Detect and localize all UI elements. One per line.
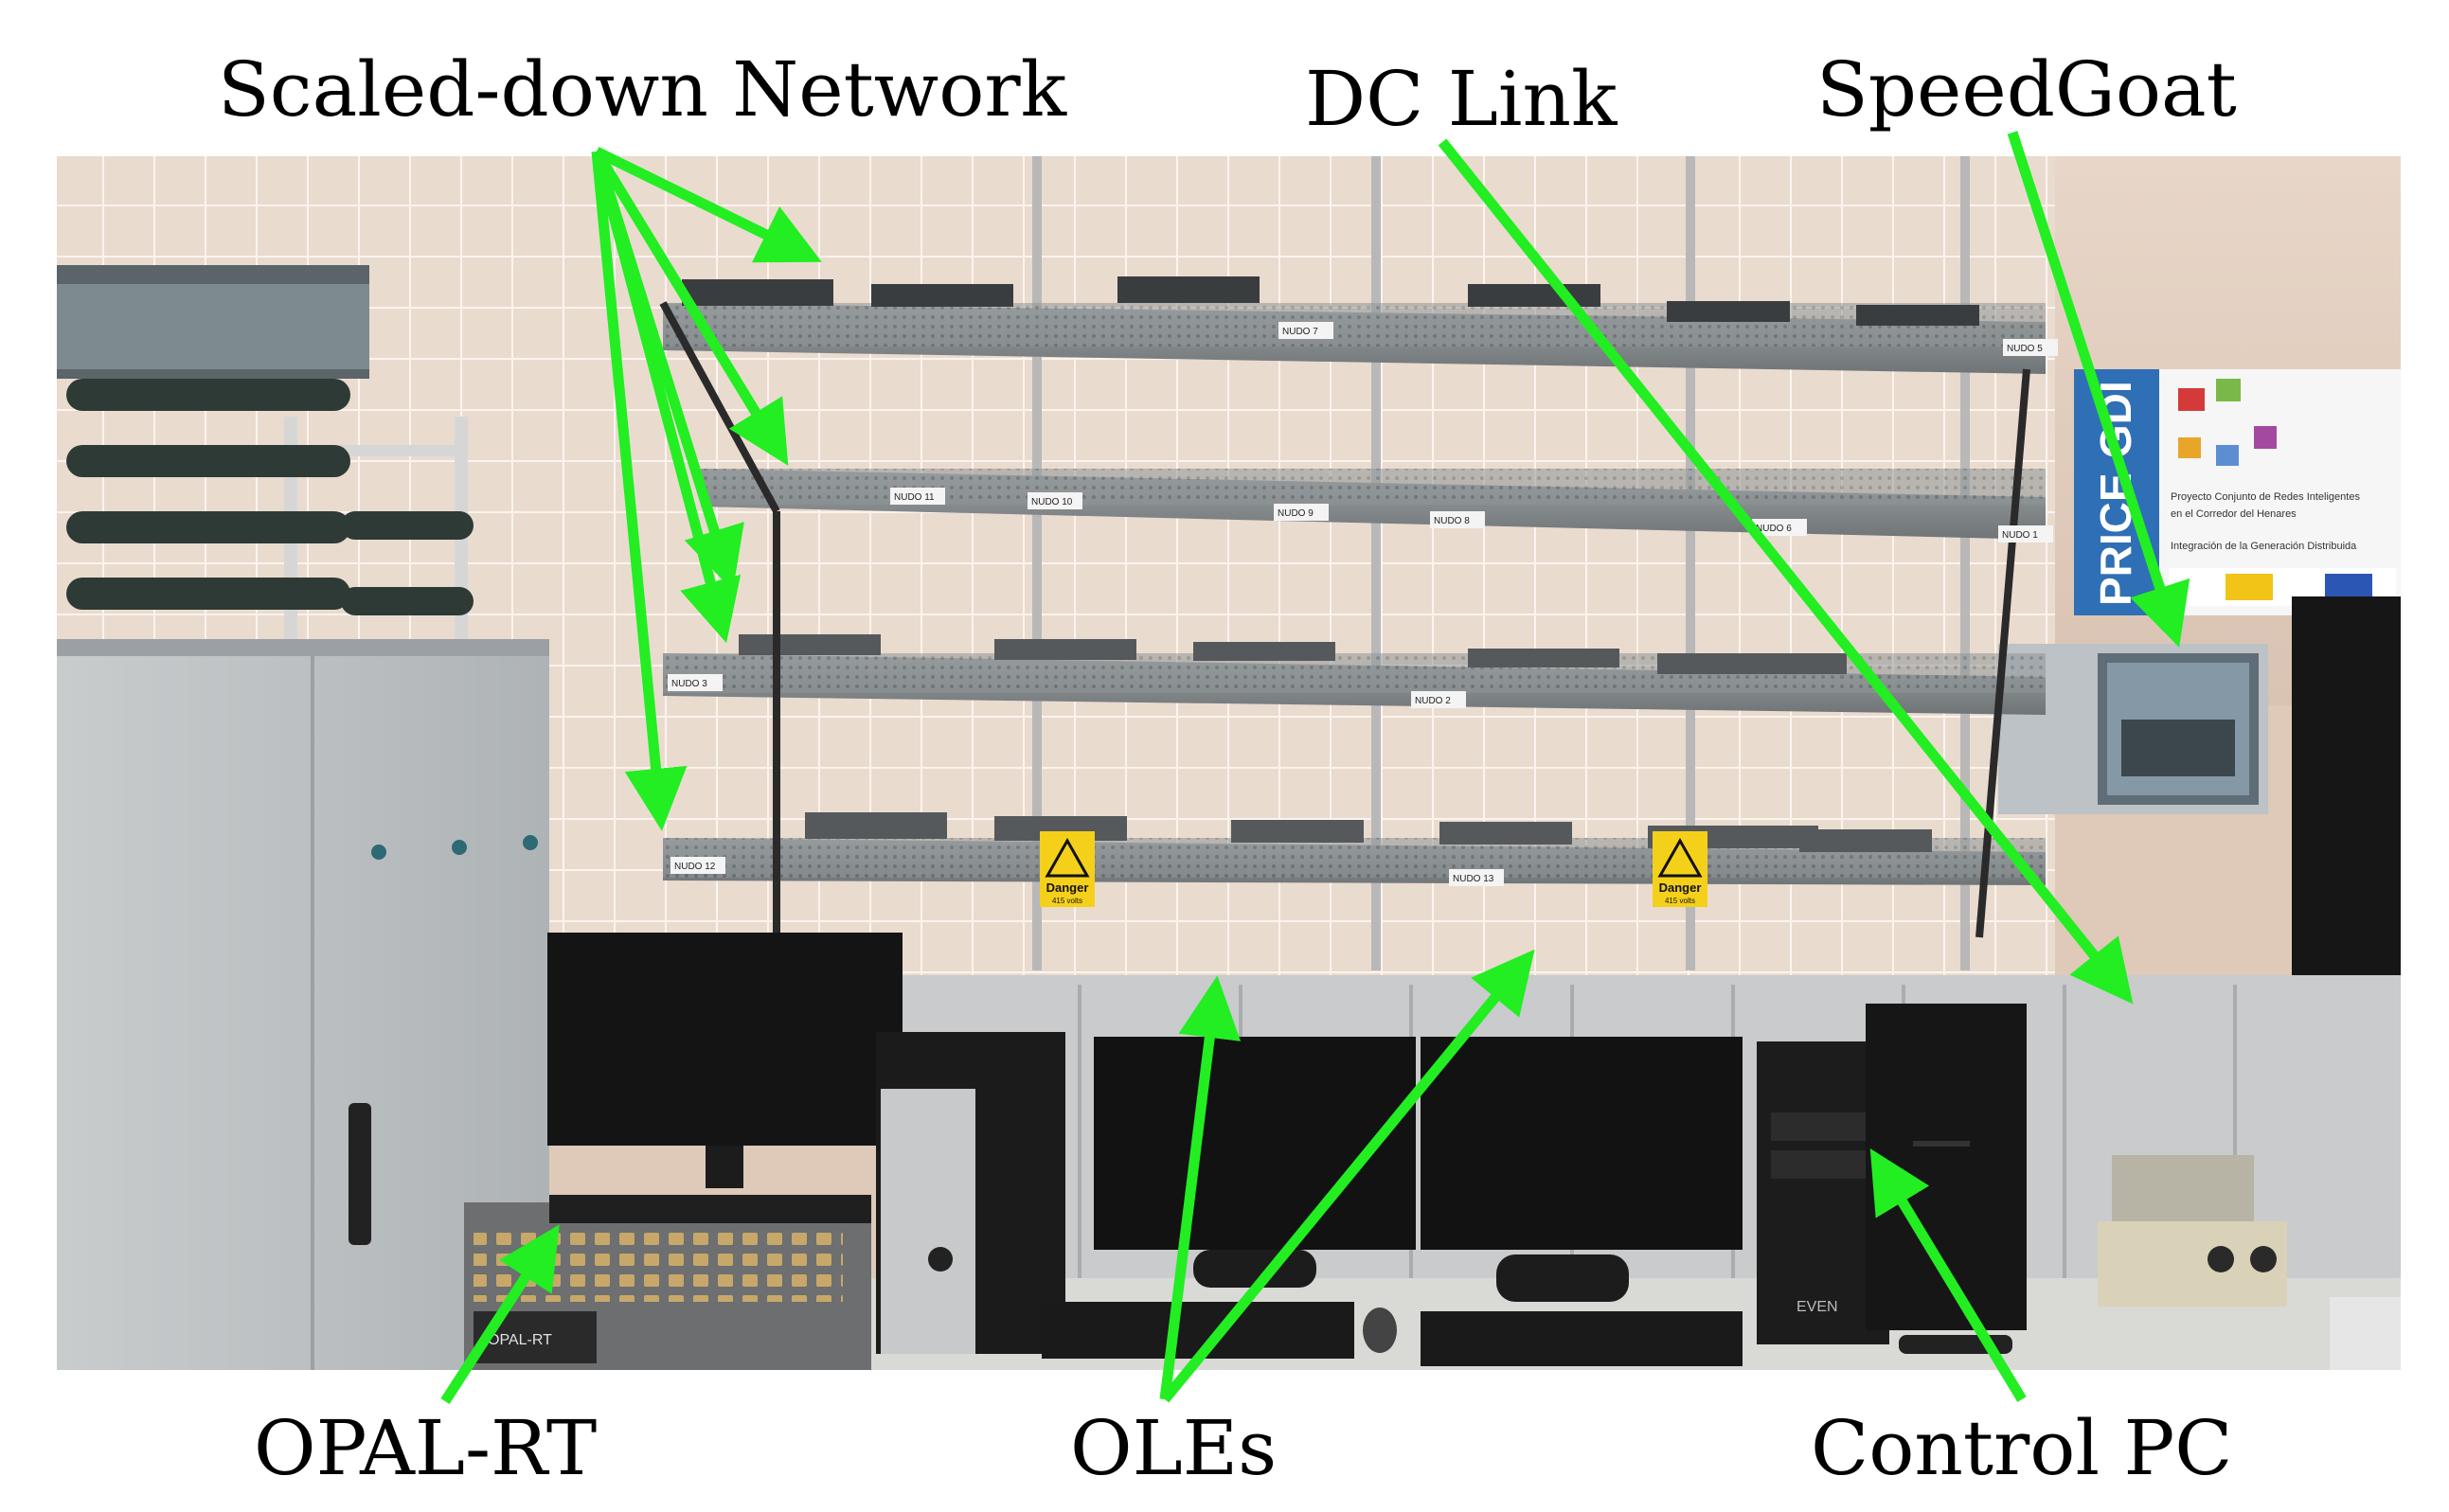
- label-dc-link: DC Link: [1305, 55, 1618, 143]
- control-pc-brand: EVEN: [1797, 1299, 1838, 1315]
- node-tag: NUDO 6: [1756, 524, 1792, 534]
- arrow-speedgoat: [2007, 131, 2190, 648]
- keyboard-left: [1042, 1302, 1354, 1359]
- node-tag: NUDO 11: [894, 492, 935, 503]
- danger-sign-right-sub: 415 volts: [1665, 897, 1695, 905]
- node-tag: NUDO 10: [1031, 497, 1073, 507]
- center-monitor-2: [1421, 1037, 1743, 1302]
- power-supply: [2098, 1155, 2287, 1307]
- arrow-network-4: [591, 150, 742, 644]
- node-tag: NUDO 1: [2002, 530, 2038, 541]
- node-tag: NUDO 7: [1282, 327, 1318, 337]
- left-tower-pc: [876, 1032, 1065, 1354]
- danger-sign-left-title: Danger: [1046, 881, 1089, 895]
- arrow-network-5: [591, 151, 688, 831]
- node-tag: NUDO 2: [1415, 696, 1451, 706]
- arrow-dclink: [1438, 138, 2134, 1005]
- node-tag-bg: [668, 674, 723, 691]
- node-tag-bg: [1430, 511, 1485, 528]
- keyboard-right: [1421, 1311, 1743, 1366]
- resistor-bank: [57, 265, 474, 653]
- poster-line-3: Integración de la Generación Distribuida: [2171, 541, 2357, 552]
- arrow-controlpc: [1869, 1148, 2027, 1402]
- center-monitor-1: [1094, 1037, 1416, 1288]
- project-poster: PRICE-GDI Proyecto Conjunto de Redes Int…: [2074, 369, 2401, 615]
- node-tag-bg: [670, 857, 725, 874]
- node-tags: NUDO 7 NUDO 5 NUDO 11 NUDO 10 NUDO 9 NUDO 8 NU…: [668, 322, 2058, 886]
- danger-sign-left: Danger 415 volts: [1040, 831, 1095, 907]
- node-tag: NUDO 13: [1453, 874, 1494, 884]
- label-speedgoat: SpeedGoat: [1816, 45, 2237, 133]
- node-tag-bg: [1028, 492, 1082, 509]
- arrow-oles-1: [1159, 975, 1242, 1400]
- node-tag-bg: [1998, 525, 2053, 543]
- label-opal-rt: OPAL-RT: [254, 1404, 598, 1492]
- danger-sign-left-sub: 415 volts: [1052, 897, 1082, 905]
- node-tag: NUDO 8: [1434, 516, 1470, 526]
- label-oles: OLEs: [1070, 1404, 1278, 1492]
- mouse: [1363, 1307, 1397, 1353]
- label-scaled-down-network: Scaled-down Network: [218, 45, 1067, 133]
- small-box: [2330, 1297, 2401, 1370]
- danger-sign-right-title: Danger: [1659, 881, 1702, 895]
- arrow-network-1: [594, 147, 822, 263]
- arrow-network-2: [592, 149, 789, 466]
- left-monitor: [547, 933, 903, 1188]
- node-tag-bg: [1752, 519, 1807, 536]
- node-tag: NUDO 12: [674, 862, 716, 872]
- node-tag: NUDO 5: [2007, 344, 2043, 354]
- opal-rt-brand: OPAL-RT: [488, 1332, 552, 1348]
- node-tag: NUDO 9: [1278, 508, 1314, 519]
- node-tag-bg: [1278, 322, 1333, 339]
- right-monitor: [2292, 596, 2401, 989]
- node-tag-bg: [2003, 339, 2058, 356]
- node-tag: NUDO 3: [671, 679, 707, 689]
- node-tag-bg: [1449, 869, 1504, 886]
- node-tag-bg: [1411, 691, 1466, 708]
- node-tag-bg: [1274, 504, 1329, 521]
- danger-sign-right: Danger 415 volts: [1653, 831, 1707, 907]
- arrow-oles-2: [1160, 949, 1535, 1403]
- poster-line-2: en el Corredor del Henares: [2171, 508, 2297, 520]
- label-control-pc: Control PC: [1811, 1404, 2233, 1492]
- arrow-opalrt: [440, 1224, 560, 1404]
- poster-line-1: Proyecto Conjunto de Redes Inteligentes: [2171, 491, 2360, 503]
- node-tag-bg: [890, 488, 945, 505]
